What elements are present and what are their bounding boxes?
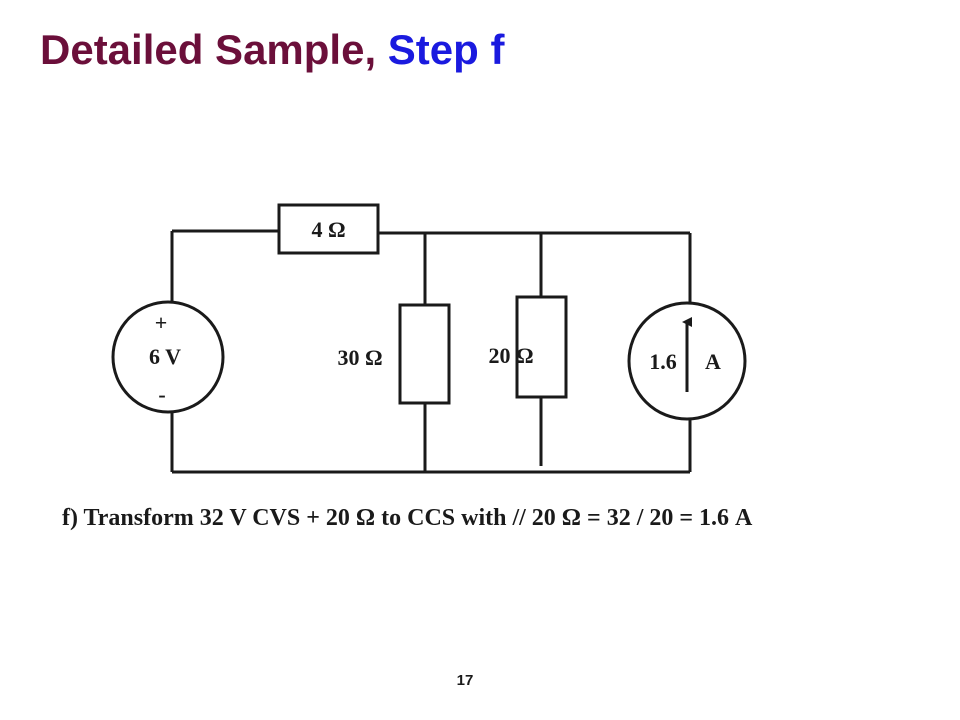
current-source: 1.6 A [627, 301, 747, 421]
resistor-30-ohm-body [398, 303, 451, 405]
resistor-20-ohm-label: 20 Ω [488, 343, 533, 368]
resistor-4-ohm: 4 Ω [277, 203, 380, 255]
circuit-wires [170, 229, 692, 474]
current-source-unit: A [705, 349, 721, 374]
slide-title-main: Detailed Sample, [40, 26, 388, 73]
page-number: 17 [456, 672, 474, 689]
slide-title-step: Step f [387, 26, 505, 73]
voltage-source-minus: - [158, 382, 165, 407]
resistor-30-ohm: 30 Ω [337, 303, 451, 405]
resistor-20-ohm: 20 Ω [488, 295, 568, 399]
resistor-30-ohm-label: 30 Ω [337, 345, 382, 370]
resistor-4-ohm-label: 4 Ω [311, 217, 345, 242]
step-caption: f) Transform 32 V CVS + 20 Ω to CCS with… [62, 505, 753, 531]
resistor-4-ohm-body [277, 203, 380, 255]
slide-title: Detailed Sample, Step f [40, 24, 504, 76]
voltage-source-circle [111, 300, 225, 414]
voltage-source-value: 6 V [149, 344, 181, 369]
voltage-source: + 6 V - [111, 300, 225, 414]
voltage-source-plus: + [155, 310, 168, 335]
current-source-value: 1.6 [649, 349, 677, 374]
resistor-20-ohm-body [515, 295, 568, 399]
